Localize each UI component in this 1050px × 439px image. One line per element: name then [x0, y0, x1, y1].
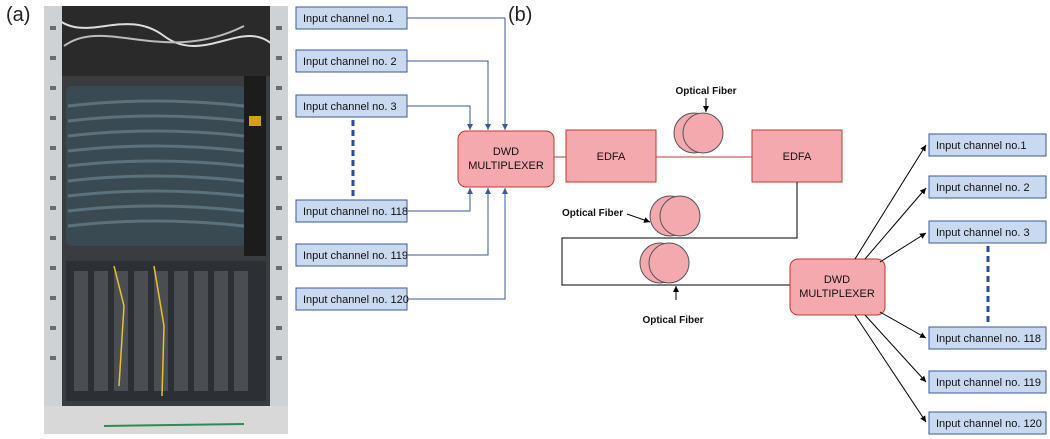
optical-fiber-spool-bottom [639, 242, 690, 284]
left-channel-label: Input channel no. 3 [303, 101, 397, 113]
left-mux-line1: DWD [493, 146, 519, 158]
left-channel-label: Input channel no. 2 [303, 56, 397, 68]
right-channel-box [928, 175, 1047, 199]
left-channel-label: Input channel no. 120 [303, 294, 409, 306]
right-channel-label: Input channel no. 118 [936, 333, 1041, 345]
left-channel-label: Input channel no. 119 [303, 250, 408, 262]
left-dwd-multiplexer [457, 130, 555, 188]
right-channel-label: Input channel no.1 [936, 140, 1027, 152]
right-channel-label: Input channel no. 120 [936, 418, 1042, 430]
right-arrows [854, 144, 927, 423]
fiber-label-top: Optical Fiber [675, 86, 736, 97]
fiber-arrow-middle [626, 213, 651, 223]
edfa-left-label: EDFA [597, 151, 626, 163]
right-dwd-multiplexer [789, 258, 886, 316]
edfa-left [565, 129, 657, 183]
left-input-channels: Input channel no.1 Input channel no. 2 I… [295, 6, 409, 311]
right-channel-label: Input channel no. 2 [936, 182, 1030, 194]
left-channel-label: Input channel no. 118 [303, 206, 408, 218]
left-arrows [407, 17, 508, 300]
edfa-right [751, 129, 843, 183]
right-mux-line1: DWD [824, 274, 850, 286]
right-channel-box [928, 370, 1047, 394]
fiber-label-bottom: Optical Fiber [642, 315, 703, 326]
equipment-rack-photo [44, 6, 288, 434]
right-output-channels: Input channel no.1 Input channel no. 2 I… [928, 133, 1047, 435]
fiber-loop-path [561, 182, 798, 286]
optical-fiber-spool-middle [649, 195, 701, 237]
left-mux-line2: MULTIPLEXER [468, 160, 544, 172]
right-channel-box [928, 133, 1047, 157]
fiber-label-middle: Optical Fiber [562, 208, 623, 219]
left-channel-label: Input channel no.1 [303, 13, 394, 25]
right-channel-box [928, 411, 1047, 435]
edfa-right-label: EDFA [783, 151, 812, 163]
right-mux-line2: MULTIPLEXER [799, 288, 875, 300]
right-channel-box [928, 326, 1047, 350]
right-channel-label: Input channel no. 3 [936, 227, 1030, 239]
optical-fiber-spool-top [673, 112, 724, 154]
right-channel-label: Input channel no. 119 [936, 377, 1041, 389]
right-channel-box [928, 220, 1047, 244]
panel-label-a: (a) [6, 4, 31, 26]
panel-label-b: (b) [508, 4, 533, 26]
